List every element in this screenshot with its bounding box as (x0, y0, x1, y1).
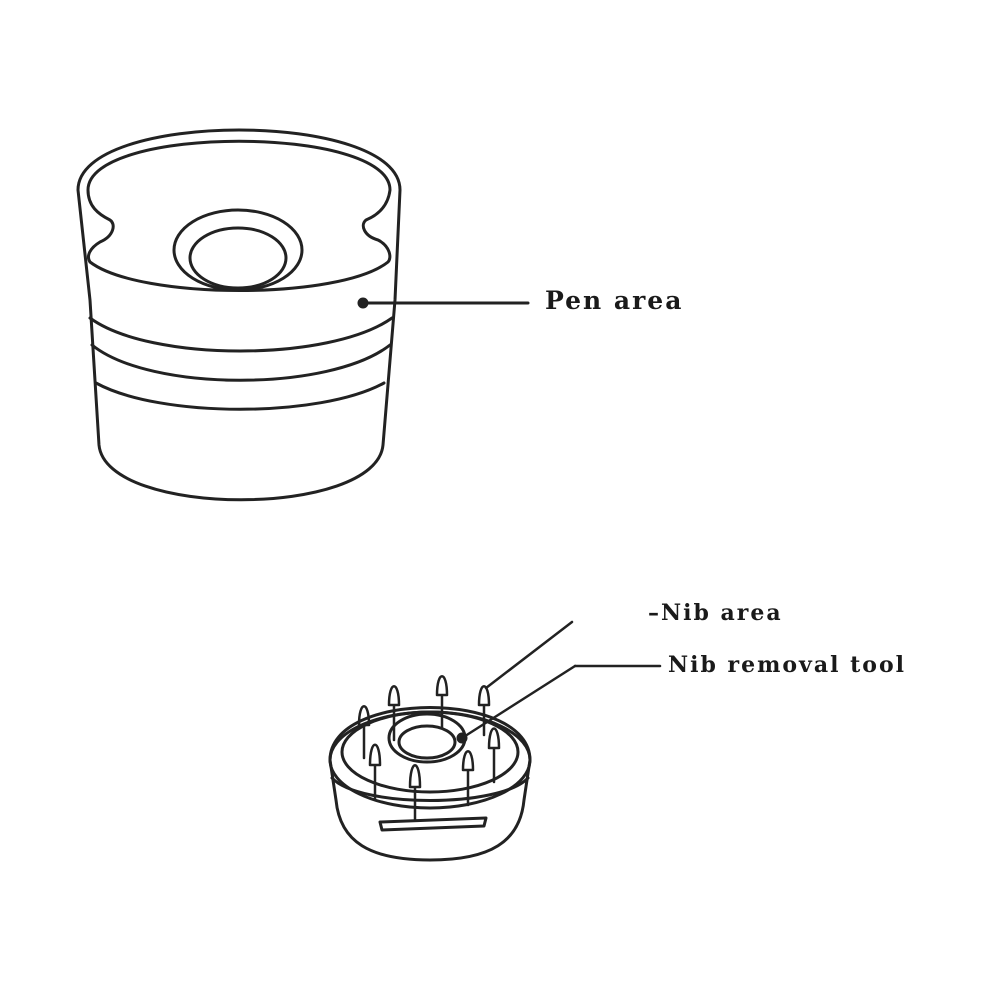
nib-pin (477, 685, 491, 737)
pen-area-label: Pen area (545, 286, 684, 315)
nib-holder-rim-lip (330, 776, 530, 802)
nib-holder-rim-inner (340, 710, 520, 794)
nib-pin (461, 750, 475, 807)
nib-removal-tool-leader-1 (460, 664, 577, 740)
nib-pin (368, 743, 382, 802)
nib-area-label: –Nib area (648, 600, 783, 626)
nib-area-leader-line (484, 620, 574, 690)
nib-holder-slot (378, 816, 488, 832)
nib-holder (328, 620, 662, 862)
pen-holder-body (76, 128, 402, 502)
nib-pin (435, 675, 449, 730)
nib-pin (408, 764, 422, 822)
nib-pin (357, 705, 371, 760)
pen-holder (76, 128, 530, 502)
nib-holder-body (328, 706, 532, 862)
pen-holder-band-3 (94, 381, 386, 411)
nib-pins (357, 675, 501, 822)
pen-holder-hole-inner (188, 226, 288, 290)
pen-holder-hole-outer (172, 208, 304, 292)
nib-pin (487, 727, 501, 784)
pen-holder-band-1 (88, 316, 394, 353)
nib-removal-tool-ring-inner (397, 724, 457, 760)
pen-holder-band-2 (90, 343, 392, 382)
pen-holder-rim (86, 139, 392, 292)
nib-pin (387, 685, 401, 742)
nib-removal-tool-label: Nib removal tool (668, 652, 906, 678)
